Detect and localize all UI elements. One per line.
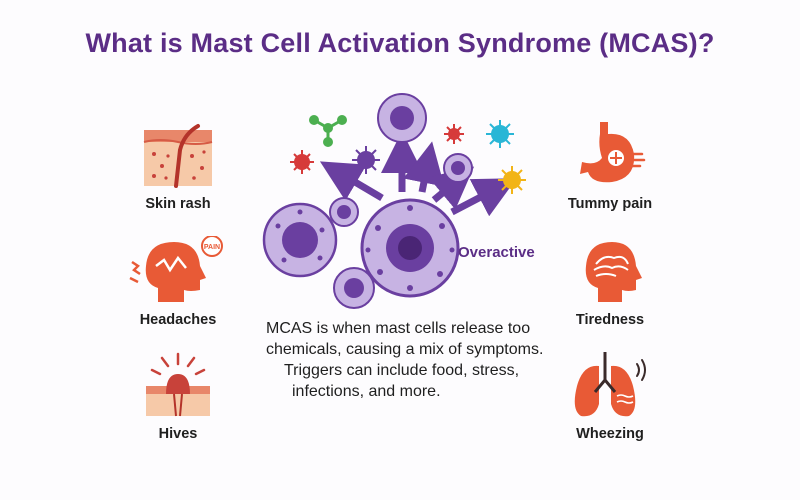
symptom-label: Wheezing <box>576 426 644 442</box>
symptom-tummy-pain: Tummy pain <box>545 118 675 212</box>
mast-cell <box>333 267 375 309</box>
description-line: chemicals, causing a mix of symptoms. <box>266 341 544 358</box>
mast-cell <box>443 153 473 183</box>
hives-icon <box>146 352 210 417</box>
virus-icon <box>352 146 380 174</box>
mast-cell-illustration <box>262 93 526 309</box>
stomach-icon <box>580 122 646 183</box>
virus-icon <box>290 150 314 174</box>
symptom-hives: Hives <box>113 350 243 442</box>
page-title: What is Mast Cell Activation Syndrome (M… <box>85 28 715 58</box>
description-line: Triggers can include food, stress, <box>284 362 520 379</box>
description: MCAS is when mast cells release too chem… <box>262 318 562 402</box>
symptom-label: Tiredness <box>575 312 645 328</box>
symptom-wheezing: Wheezing <box>545 350 675 442</box>
mast-cell <box>329 197 359 227</box>
mast-cell <box>377 93 427 143</box>
symptom-tiredness: Tiredness <box>545 236 675 328</box>
description-line: MCAS is when mast cells release too <box>266 320 531 337</box>
symptom-label: Hives <box>158 426 198 442</box>
pain-badge: PAIN <box>204 244 220 251</box>
overactive-label: Overactive <box>458 244 535 261</box>
virus-icon <box>486 120 514 148</box>
virus-icon <box>498 166 526 194</box>
symptom-label: Skin rash <box>145 196 211 212</box>
molecule-icon <box>309 115 347 147</box>
symptom-headaches: PAIN Headaches <box>113 236 243 328</box>
description-line: infections, and more. <box>292 383 441 400</box>
mast-cell <box>262 202 338 278</box>
symptom-label: Tummy pain <box>567 196 653 212</box>
brain-head-icon <box>585 242 642 302</box>
symptom-label: Headaches <box>139 312 217 328</box>
lungs-icon <box>574 352 646 417</box>
headache-icon: PAIN <box>129 236 223 302</box>
symptom-skin-rash: Skin rash <box>113 120 243 212</box>
skin-rash-icon <box>143 124 213 188</box>
mast-cell-large <box>360 198 460 298</box>
release-arrows <box>319 131 517 217</box>
virus-icon <box>444 124 464 144</box>
